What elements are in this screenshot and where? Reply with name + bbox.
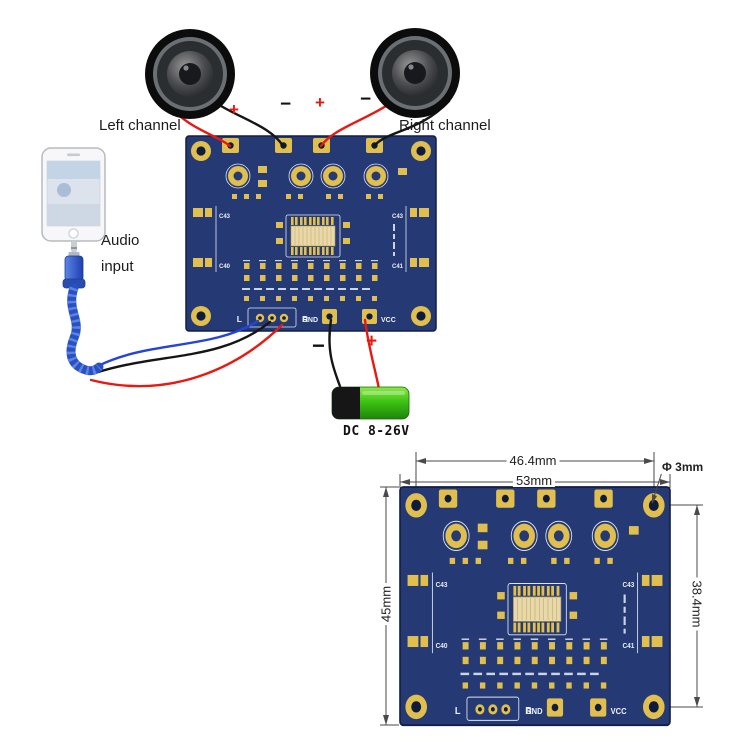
dim-hole-diameter: Φ 3mm	[659, 461, 707, 474]
right-speaker-icon	[370, 28, 460, 118]
battery-icon	[331, 386, 410, 420]
right-speaker-plus-mark: +	[315, 93, 325, 112]
dim-board-width: 53mm	[512, 474, 556, 487]
wire-right-speaker-positive	[319, 104, 388, 148]
right-speaker-minus-mark: −	[360, 89, 372, 110]
wire-left-speaker-negative	[219, 104, 285, 148]
power-minus-mark: −	[312, 333, 325, 358]
wire-audio-left	[96, 319, 260, 368]
wire-power-positive	[363, 318, 381, 391]
wire-audio-ground	[93, 320, 272, 375]
battery-voltage-label: DC 8-26V	[343, 424, 410, 439]
dim-hole-span-height: 38.4mm	[690, 577, 705, 631]
left-speaker-minus-mark: −	[280, 94, 292, 115]
smartphone-icon	[41, 147, 106, 242]
left-speaker-plus-mark: +	[229, 100, 239, 119]
power-plus-mark: +	[366, 331, 378, 352]
left-speaker-icon	[145, 29, 235, 119]
pcb-board-top	[185, 135, 437, 332]
right-channel-label: Right channel	[399, 117, 491, 134]
pcb-board-bottom	[399, 486, 671, 727]
wire-power-negative	[328, 318, 343, 391]
audio-input-line2: input	[101, 258, 134, 275]
audio-input-line1: Audio	[101, 232, 140, 249]
dim-board-height: 45mm	[379, 582, 394, 626]
dimension-extension-lines	[380, 452, 703, 726]
wiring	[89, 99, 451, 391]
left-channel-label: Left channel	[99, 117, 181, 134]
audio-jack-icon	[62, 241, 104, 376]
audio-input-label: Audio input	[101, 228, 139, 280]
dim-hole-span-width: 46.4mm	[506, 454, 560, 467]
wire-audio-right	[89, 323, 284, 388]
